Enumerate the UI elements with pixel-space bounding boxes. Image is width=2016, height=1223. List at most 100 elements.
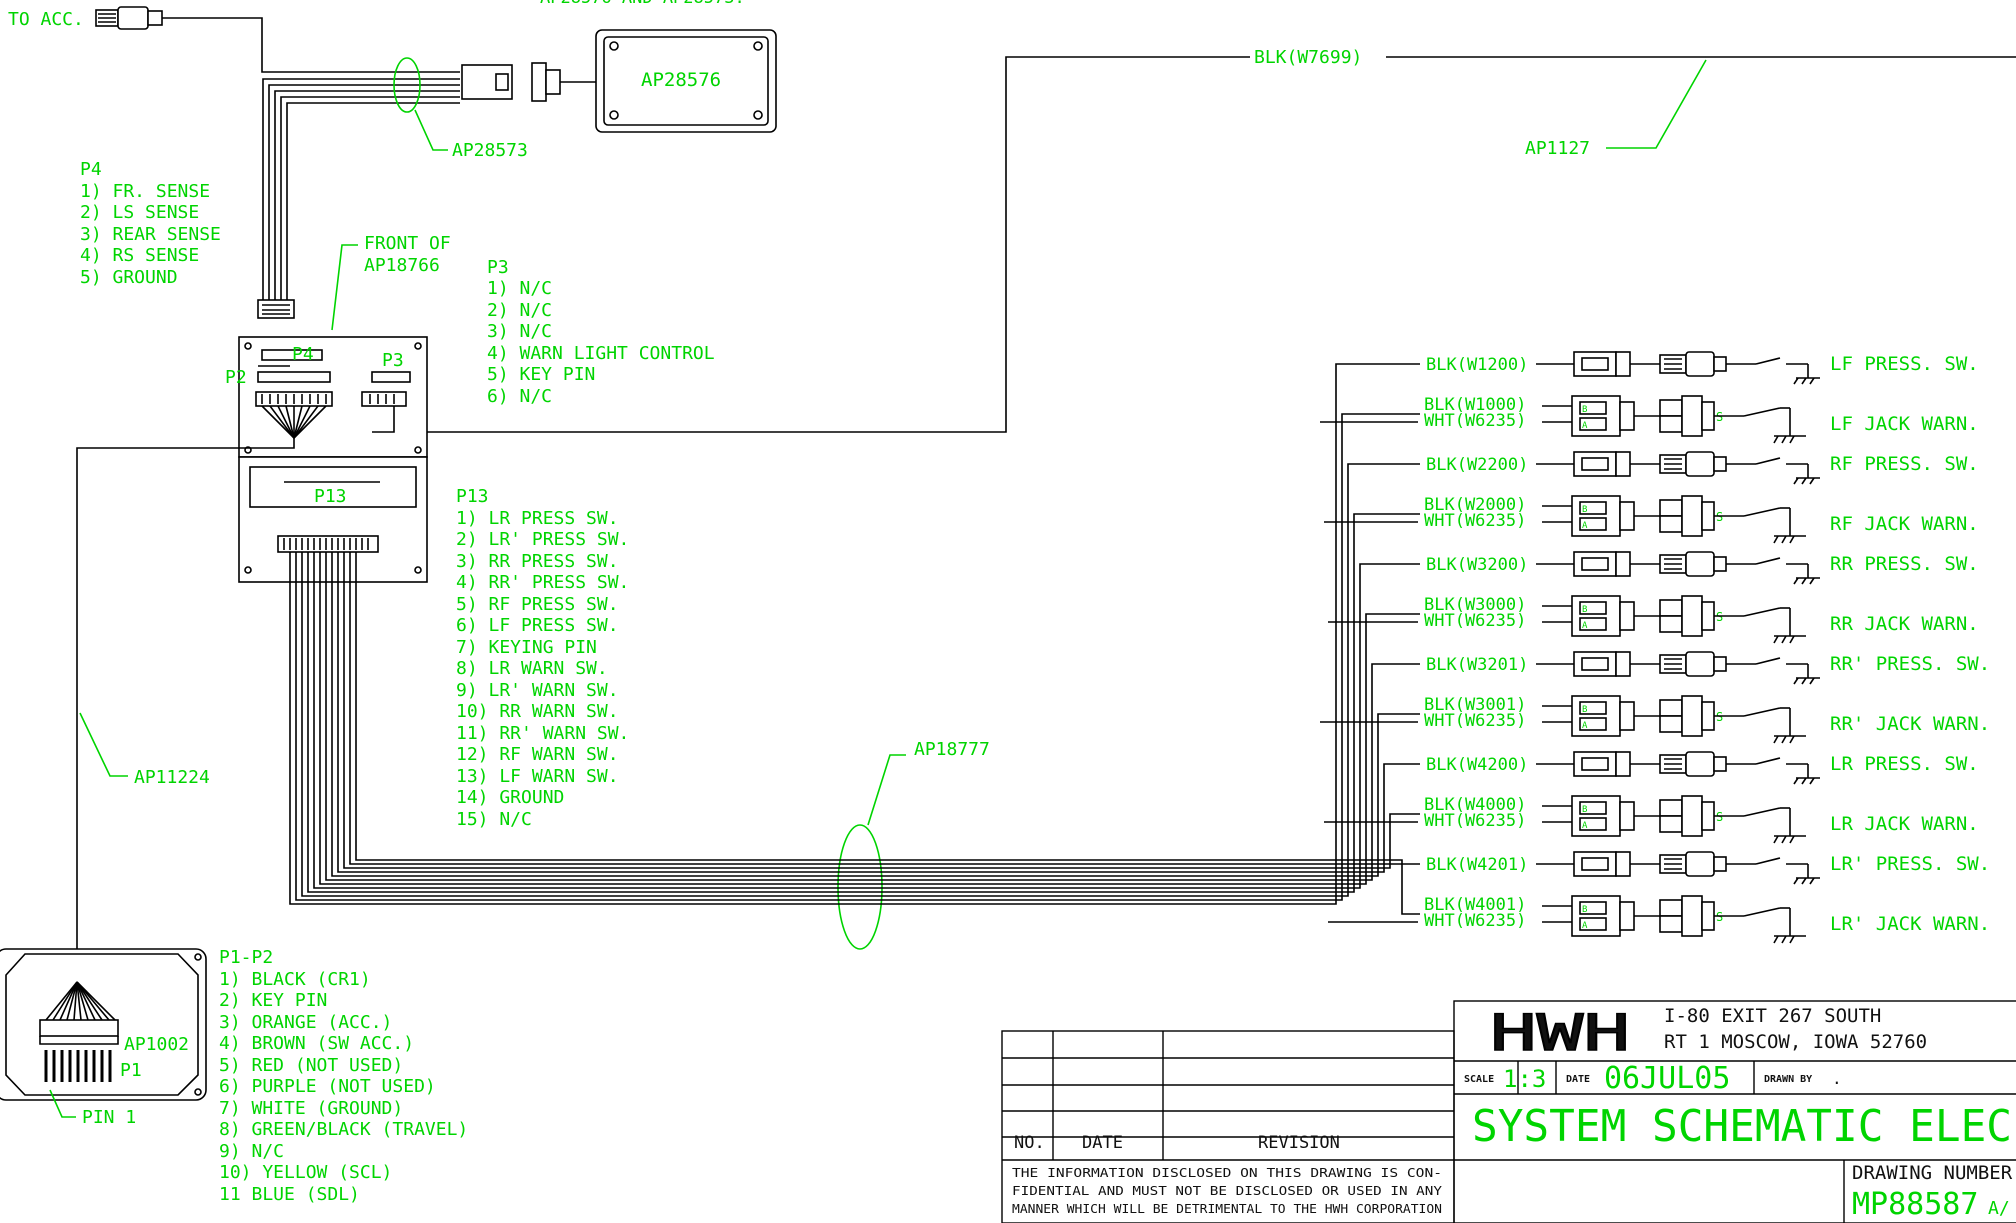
switch-label: RR JACK WARN. — [1830, 613, 1979, 635]
svg-text:14) GROUND: 14) GROUND — [456, 787, 564, 808]
date-value: 06JUL05 — [1604, 1061, 1730, 1096]
svg-text:5) KEY PIN: 5) KEY PIN — [487, 364, 595, 385]
svg-text:P3: P3 — [487, 257, 509, 278]
svg-text:S: S — [1716, 910, 1723, 924]
wire-label: WHT(W6235) — [1424, 611, 1526, 631]
wire-label: BLK(W3200) — [1426, 555, 1528, 575]
svg-text:8) LR WARN SW.: 8) LR WARN SW. — [456, 658, 608, 679]
svg-text:A: A — [1582, 921, 1588, 931]
svg-text:2) KEY PIN: 2) KEY PIN — [219, 990, 327, 1011]
switch-row-5: BLK(W3200) RR PRESS. SW. — [1426, 551, 1979, 585]
harness-wire — [307, 513, 1420, 893]
svg-text:2) LR' PRESS SW.: 2) LR' PRESS SW. — [456, 529, 629, 550]
p1-p2-pinout-list: P1-P2 1) BLACK (CR1) 2) KEY PIN 3) ORANG… — [219, 947, 468, 1205]
svg-text:S: S — [1716, 410, 1723, 424]
svg-text:MANNER WHICH WILL BE DETRIMENT: MANNER WHICH WILL BE DETRIMENTAL TO THE … — [1012, 1201, 1442, 1216]
ap18777-label: AP18777 — [914, 739, 990, 760]
svg-text:3) REAR SENSE: 3) REAR SENSE — [80, 224, 221, 245]
confidentiality-notice: THE INFORMATION DISCLOSED ON THIS DRAWIN… — [1012, 1165, 1443, 1216]
harness-wire — [331, 552, 1420, 877]
switch-label: LR' PRESS. SW. — [1830, 853, 1990, 875]
svg-text:B: B — [1582, 705, 1587, 715]
svg-text:5) RED (NOT USED): 5) RED (NOT USED) — [219, 1055, 403, 1076]
svg-text:13) LF WARN SW.: 13) LF WARN SW. — [456, 766, 619, 787]
rev-revision-header: REVISION — [1258, 1133, 1340, 1153]
svg-text:6) LF PRESS SW.: 6) LF PRESS SW. — [456, 615, 619, 636]
svg-text:5) GROUND: 5) GROUND — [80, 267, 178, 288]
switch-label: LR PRESS. SW. — [1830, 753, 1979, 775]
svg-text:2) N/C: 2) N/C — [487, 300, 552, 321]
rev-date-header: DATE — [1082, 1133, 1123, 1153]
switch-label: LR JACK WARN. — [1830, 813, 1979, 835]
svg-text:4) WARN LIGHT CONTROL: 4) WARN LIGHT CONTROL — [487, 343, 715, 364]
svg-text:B: B — [1582, 405, 1587, 415]
harness-wire — [343, 552, 1420, 869]
wire-label: WHT(W6235) — [1424, 411, 1526, 431]
board-p2-label: P2 — [225, 367, 247, 388]
board-p13-label: P13 — [314, 486, 347, 507]
wire-label: BLK(W3201) — [1426, 655, 1528, 675]
switch-label: RF PRESS. SW. — [1830, 453, 1979, 475]
ap1127-label: AP1127 — [1525, 138, 1590, 159]
svg-text:B: B — [1582, 905, 1587, 915]
wire-label: WHT(W6235) — [1424, 511, 1526, 531]
board-p4-label: P4 — [292, 344, 314, 365]
harness-wire — [301, 463, 1420, 897]
blk-w7699-wire — [372, 56, 1250, 433]
svg-text:1) FR. SENSE: 1) FR. SENSE — [80, 181, 210, 202]
header-cut-text: AP28576 AND AP28573. — [540, 0, 745, 8]
drawn-by-label: DRAWN BY — [1764, 1074, 1812, 1085]
svg-text:11 BLUE (SDL): 11 BLUE (SDL) — [219, 1184, 360, 1205]
to-acc-plug-icon — [95, 6, 163, 30]
switch-row-1: BLK(W1200)LF PRESS. SW. — [1426, 351, 1979, 385]
ap28576-label: AP28576 — [641, 69, 721, 91]
svg-text:B: B — [1582, 505, 1587, 515]
harness-wire — [289, 363, 1420, 905]
svg-text:10) YELLOW (SCL): 10) YELLOW (SCL) — [219, 1162, 392, 1183]
switch-row-7: BLK(W3201)RR' PRESS. SW. — [1426, 651, 1990, 685]
svg-text:15) N/C: 15) N/C — [456, 809, 532, 830]
svg-text:10) RR WARN SW.: 10) RR WARN SW. — [456, 701, 619, 722]
wire-label: BLK(W3000) — [1424, 595, 1526, 615]
ap11224-label: AP11224 — [134, 767, 210, 788]
front-of-label: FRONT OF — [364, 233, 451, 254]
svg-text:4) BROWN (SW ACC.): 4) BROWN (SW ACC.) — [219, 1033, 414, 1054]
wire-label: BLK(W2200) — [1426, 455, 1528, 475]
wire-label: BLK(W1200) — [1426, 355, 1528, 375]
svg-text:S: S — [1716, 510, 1723, 524]
drawing-number-label: DRAWING NUMBER — [1852, 1162, 2013, 1184]
svg-text:9) N/C: 9) N/C — [219, 1141, 284, 1162]
wire-label: WHT(W6235) — [1424, 811, 1526, 831]
svg-text:1) N/C: 1) N/C — [487, 278, 552, 299]
drawn-by-value: . — [1832, 1069, 1842, 1088]
p13-pinout-list: P13 1) LR PRESS SW. 2) LR' PRESS SW. 3) … — [456, 486, 629, 830]
svg-text:1) LR PRESS SW.: 1) LR PRESS SW. — [456, 508, 619, 529]
p4-wire-bundle — [262, 78, 460, 300]
svg-text:12) RF WARN SW.: 12) RF WARN SW. — [456, 744, 619, 765]
ap1002-label: AP1002 — [124, 1034, 189, 1055]
switch-row-3: BLK(W2200) RF PRESS. SW. — [1426, 451, 1979, 485]
svg-text:5) RF PRESS SW.: 5) RF PRESS SW. — [456, 594, 619, 615]
drawing-revision-suffix: A/ — [1988, 1198, 2010, 1219]
wire-label: BLK(W4001) — [1424, 895, 1526, 915]
ap18777-marker — [837, 824, 883, 950]
harness-wire — [325, 552, 1420, 881]
switch-label: RR PRESS. SW. — [1830, 553, 1979, 575]
svg-text:6) N/C: 6) N/C — [487, 386, 552, 407]
harness-wire — [313, 552, 1420, 889]
svg-text:A: A — [1582, 821, 1588, 831]
hwh-logo: HWH — [1490, 1004, 1630, 1062]
svg-text:6) PURPLE (NOT USED): 6) PURPLE (NOT USED) — [219, 1076, 436, 1097]
title-block — [1453, 1000, 2016, 1223]
harness-wire — [355, 552, 1420, 915]
svg-text:THE INFORMATION DISCLOSED ON T: THE INFORMATION DISCLOSED ON THIS DRAWIN… — [1012, 1165, 1442, 1180]
svg-text:A: A — [1582, 521, 1588, 531]
svg-text:1) BLACK (CR1): 1) BLACK (CR1) — [219, 969, 371, 990]
blk-w7699-label: BLK(W7699) — [1254, 47, 1362, 68]
ap28573-label: AP28573 — [452, 140, 528, 161]
